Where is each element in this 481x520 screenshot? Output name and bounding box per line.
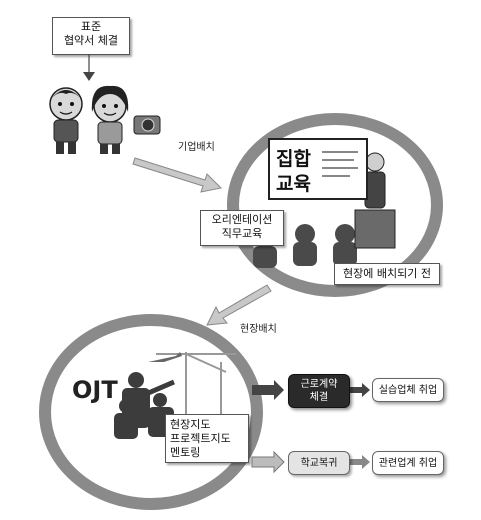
job2-arrow — [350, 455, 370, 469]
job1-text: 실습업체 취업 — [378, 384, 438, 396]
contract-line2: 체결 — [309, 392, 329, 403]
job1-pill: 실습업체 취업 — [372, 378, 444, 402]
board-text-lines — [322, 151, 358, 177]
ojt-method-line2: 프로젝트지도 — [170, 432, 231, 445]
return-pill: 학교복귀 — [288, 451, 350, 475]
agreement-line1: 표준 — [80, 20, 102, 33]
return-arrow — [251, 450, 285, 474]
board-line1: 집합 — [276, 148, 311, 170]
job2-text: 관련업계 취업 — [378, 457, 438, 469]
site-placement-label: 현장배치 — [240, 324, 277, 335]
before-placement-text: 현장에 배치되기 전 — [343, 267, 431, 280]
board-line2: 교육 — [276, 173, 311, 195]
orientation-line1: 오리엔테이션 — [211, 213, 273, 226]
lecture-board: 집합 교육 — [268, 138, 368, 200]
agreement-box: 표준 협약서 체결 — [52, 17, 130, 55]
orientation-box: 오리엔테이션 직무교육 — [200, 210, 284, 246]
contract-arrow — [252, 380, 284, 400]
job1-arrow — [350, 383, 370, 397]
ojt-title: OJT — [72, 376, 118, 404]
ojt-method-box: 현장지도 프로젝트지도 멘토링 — [165, 414, 249, 463]
company-placement-label: 기업배치 — [178, 142, 215, 153]
before-placement-box: 현장에 배치되기 전 — [334, 263, 440, 285]
students-illustration — [49, 85, 161, 154]
contract-pill: 근로계약 체결 — [288, 374, 350, 408]
agreement-line2: 협약서 체결 — [63, 34, 119, 47]
ojt-method-line1: 현장지도 — [170, 418, 211, 431]
contract-line1: 근로계약 — [300, 379, 338, 390]
job2-pill: 관련업계 취업 — [372, 451, 444, 475]
ojt-method-line3: 멘토링 — [170, 446, 201, 459]
return-text: 학교복귀 — [300, 457, 338, 469]
ojt-circle — [39, 314, 263, 510]
down-arrow-icon — [83, 54, 95, 81]
site-placement-arrow — [206, 284, 272, 326]
company-placement-arrow — [132, 157, 223, 193]
orientation-line2: 직무교육 — [221, 227, 263, 240]
